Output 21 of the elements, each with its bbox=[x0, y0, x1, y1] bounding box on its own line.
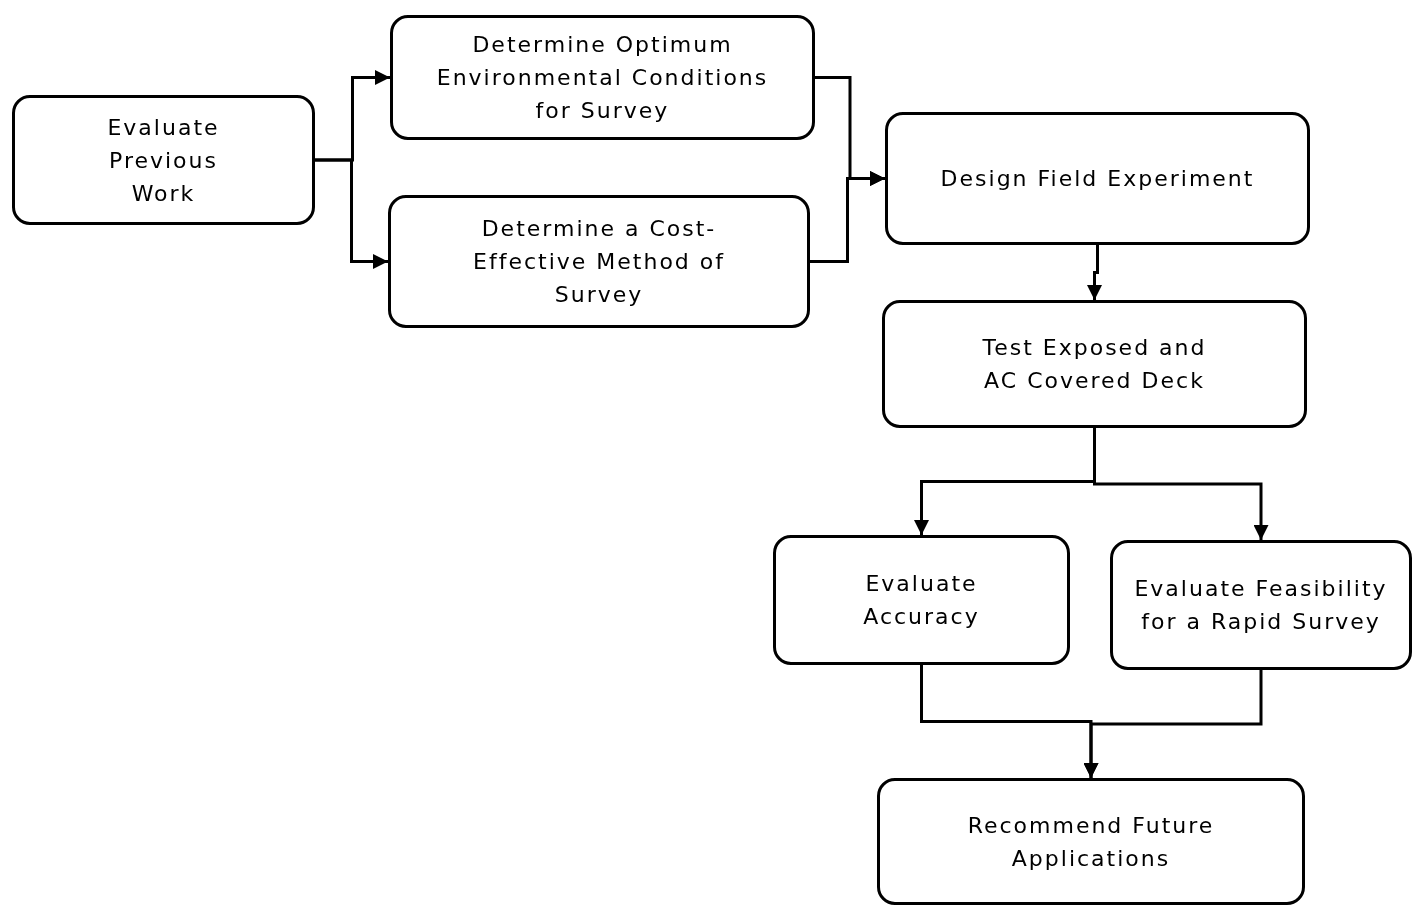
process-box bbox=[885, 112, 1310, 245]
arrow bbox=[1083, 670, 1263, 778]
process-box bbox=[882, 300, 1307, 428]
process-box bbox=[773, 535, 1070, 665]
box-label: Evaluate Feasibility for a Rapid Survey bbox=[1133, 575, 1389, 636]
box-label: Determine a Cost-Effective Method of Survey bbox=[472, 215, 726, 309]
process-box bbox=[388, 195, 810, 328]
arrow bbox=[810, 171, 885, 263]
arrow bbox=[1087, 245, 1102, 300]
box-label: Determine Optimum Environmental Conditions for Survey bbox=[435, 31, 770, 125]
process-box bbox=[877, 778, 1305, 905]
process-box bbox=[390, 15, 815, 140]
arrow bbox=[1093, 428, 1269, 540]
box-label: Test Exposed and AC Covered Deck bbox=[981, 334, 1208, 395]
process-box bbox=[12, 95, 315, 225]
box-label: Design Field Experiment bbox=[940, 165, 1255, 193]
arrow bbox=[315, 158, 388, 269]
process-box bbox=[1110, 540, 1412, 670]
box-label: Recommend Future Applications bbox=[966, 811, 1216, 873]
box-label: Evaluate Accuracy bbox=[862, 570, 981, 631]
box-label: Evaluate Previous Work bbox=[106, 113, 221, 208]
